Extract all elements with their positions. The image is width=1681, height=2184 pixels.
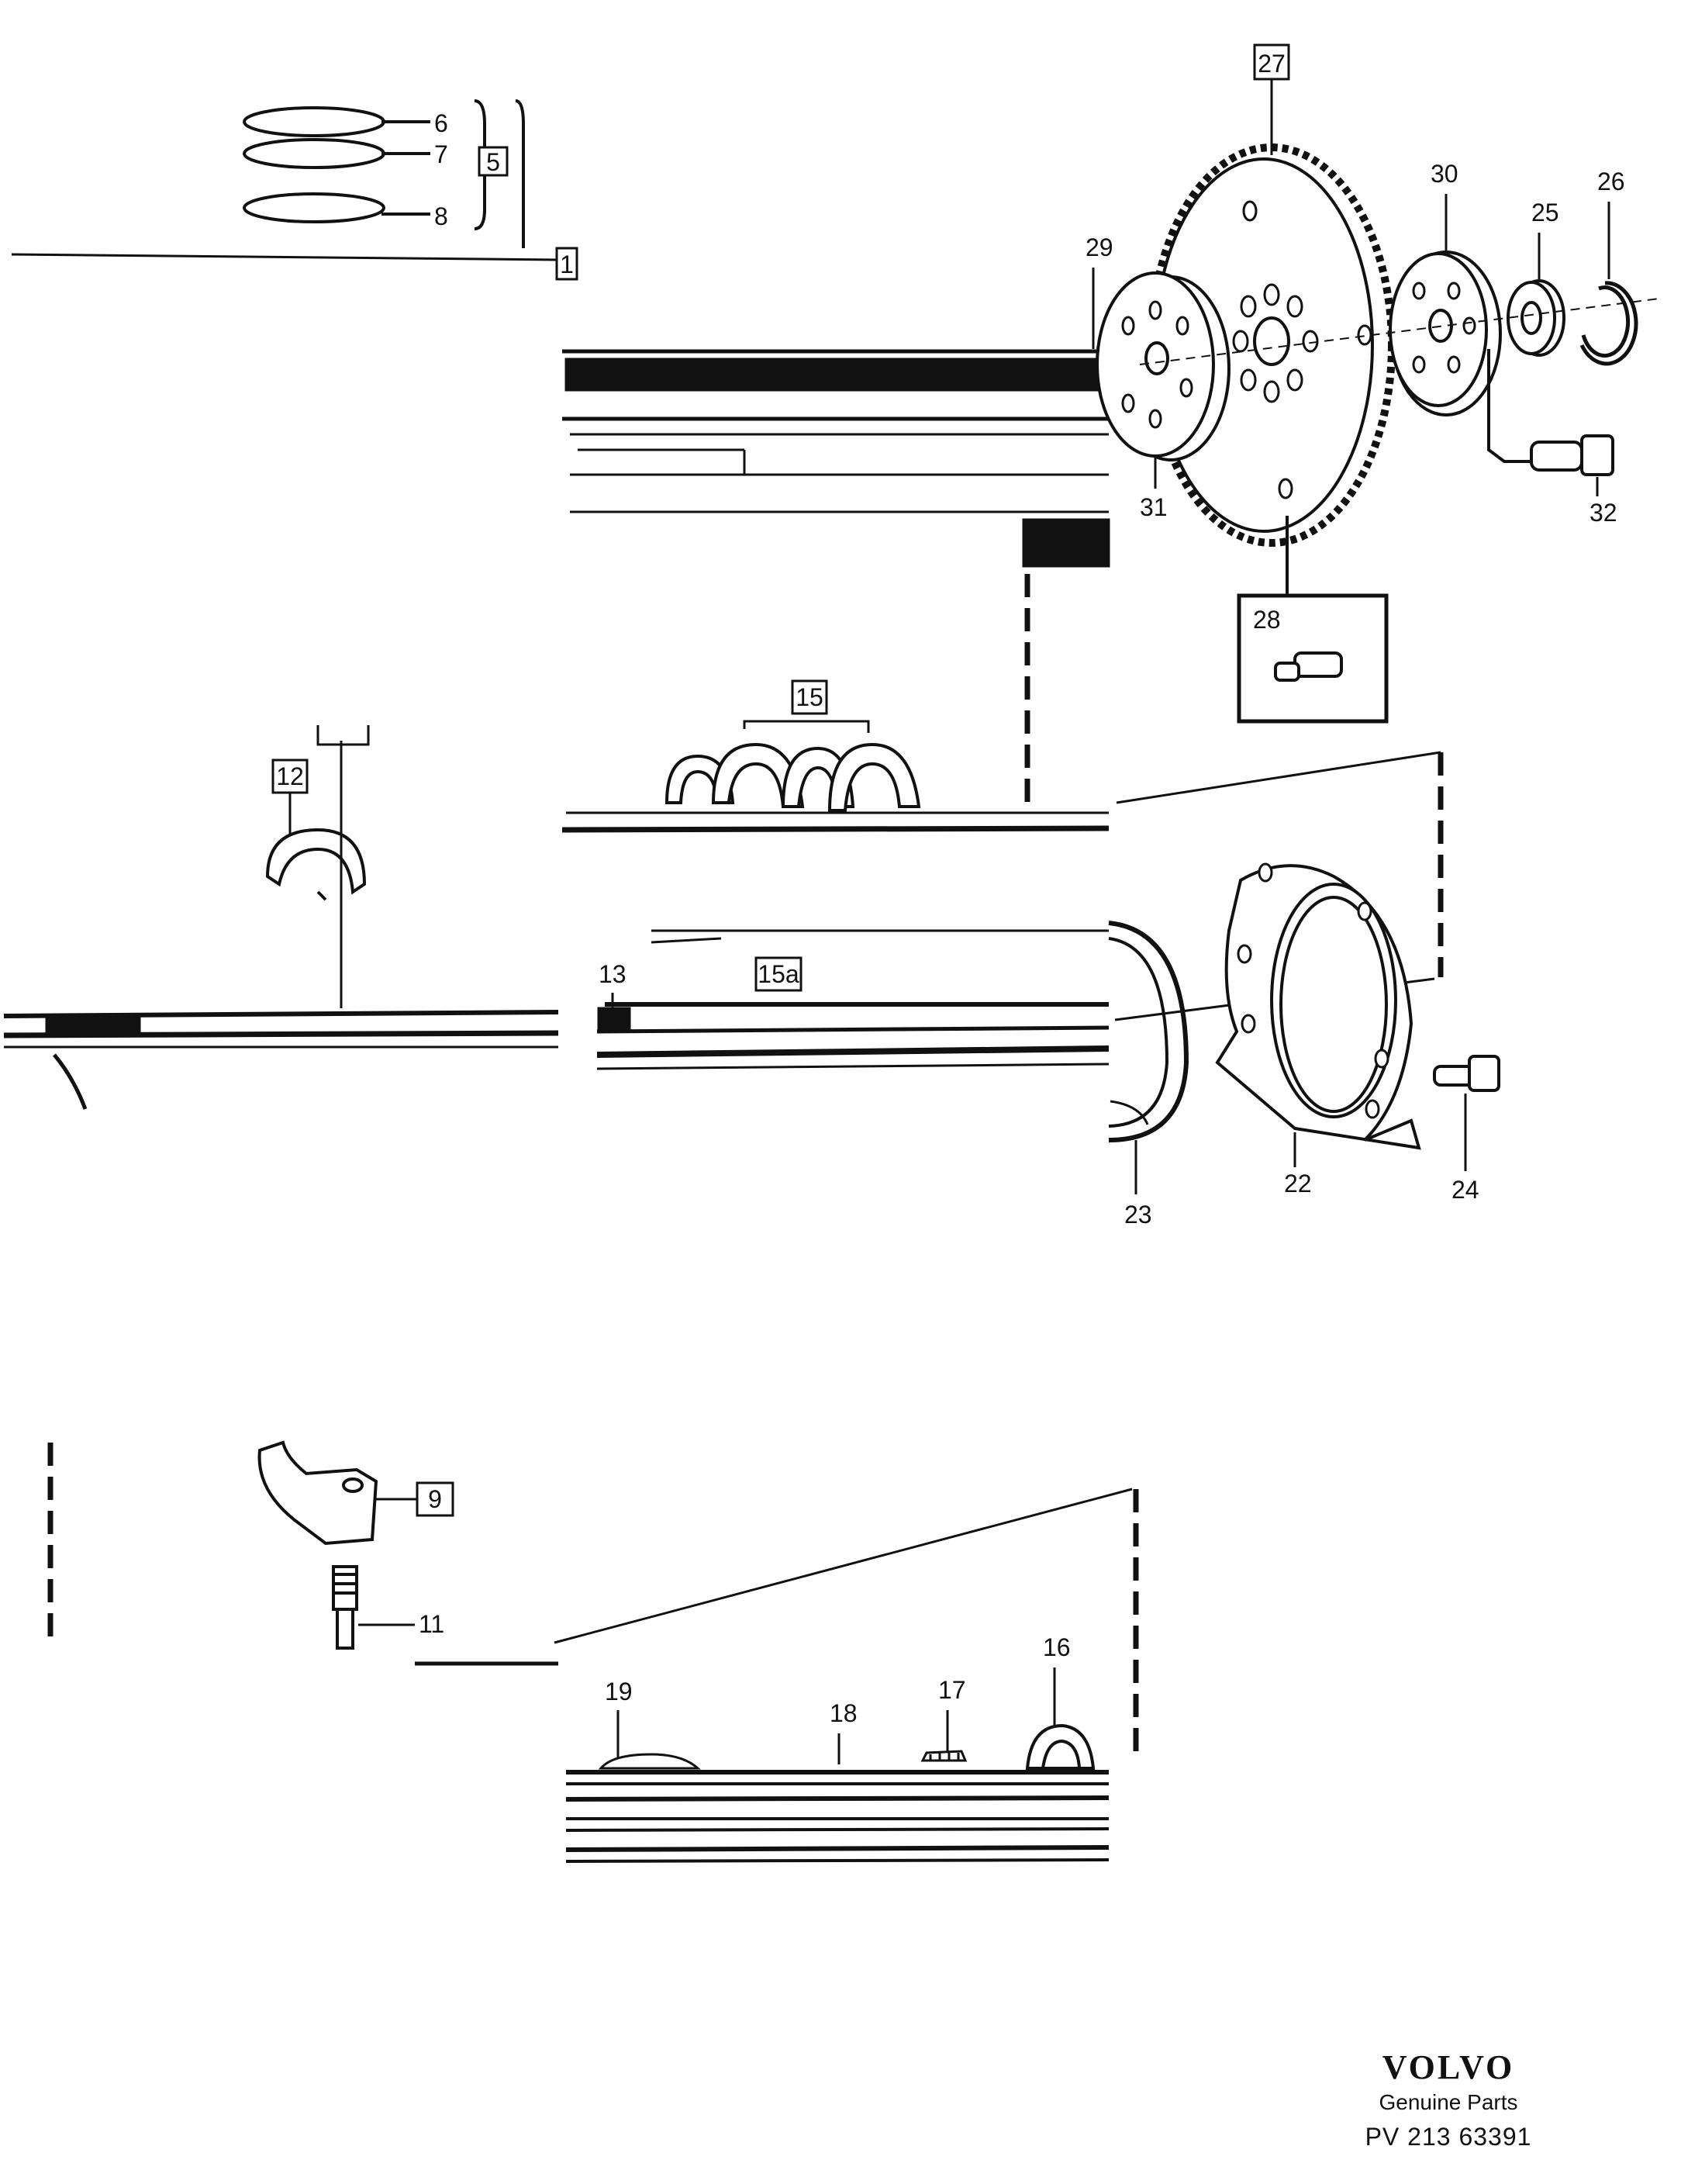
guide-line: [1116, 751, 1441, 804]
callout-box-12: 12: [271, 759, 309, 834]
center-axis: [1139, 298, 1660, 365]
callout-18: 18: [830, 1699, 858, 1727]
callout-30: 30: [1431, 160, 1458, 188]
callout-32: 32: [1590, 499, 1617, 527]
adapter-plate: [1389, 251, 1502, 416]
leader-line-1: [11, 253, 557, 261]
callout-26: 26: [1597, 168, 1625, 195]
callout-16: 16: [1043, 1633, 1071, 1661]
svg-text:12: 12: [276, 762, 304, 790]
callout-23: 23: [1124, 1201, 1152, 1228]
svg-text:27: 27: [1258, 50, 1286, 78]
flywheel-bolt: [1487, 349, 1614, 476]
front-seal: [1025, 1723, 1096, 1770]
callout-box-5: 5: [478, 146, 509, 177]
pilot-bearing: [1507, 279, 1565, 357]
svg-text:28: 28: [1253, 606, 1281, 634]
callout-13: 13: [599, 960, 626, 988]
crank-gear: [920, 1750, 968, 1762]
crankshaft-rear: [562, 349, 1132, 568]
callout-box-27: 27: [1253, 43, 1290, 155]
svg-text:15: 15: [796, 683, 823, 711]
rear-oil-seal: [1108, 921, 1189, 1142]
callout-31: 31: [1140, 493, 1168, 521]
guide-line: [554, 1488, 1133, 1644]
bearing-cap: [257, 1440, 378, 1546]
callout-29: 29: [1086, 233, 1113, 261]
callout-box-1: 1: [555, 247, 578, 281]
dowel-pin-inset: 28: [1237, 516, 1389, 724]
callout-8: 8: [434, 202, 448, 230]
callout-box-15a: 15a: [754, 956, 803, 992]
callout-box-15: 15: [743, 679, 870, 733]
svg-text:5: 5: [486, 148, 500, 176]
crank-pulley-hub: [598, 1753, 701, 1770]
brand-subtitle: Genuine Parts: [1379, 2090, 1518, 2114]
seal-housing-bolt: [1433, 1055, 1500, 1092]
engine-block-section: [561, 811, 1110, 944]
callout-22: 22: [1284, 1170, 1312, 1197]
callout-6: 6: [434, 109, 448, 137]
conrod-bearing-shell: [265, 828, 367, 901]
svg-text:9: 9: [428, 1485, 442, 1513]
crank-flange: [1096, 271, 1231, 461]
callout-25: 25: [1531, 199, 1559, 226]
callout-11: 11: [419, 1610, 444, 1638]
callout-24: 24: [1451, 1176, 1479, 1204]
volvo-brand-block: VOLVO Genuine Parts PV 213 63391: [1332, 2047, 1565, 2151]
conrod-section: [3, 725, 559, 1110]
callout-17: 17: [938, 1676, 966, 1704]
diagram-code: PV 213 63391: [1365, 2123, 1532, 2151]
main-bearing-cap-section: [596, 1002, 1110, 1070]
dashed-guide-lines: [47, 574, 1444, 1761]
svg-text:1: 1: [560, 251, 574, 278]
svg-text:15a: 15a: [758, 960, 799, 988]
seal-housing: [1215, 862, 1421, 1150]
crank-front-section: [565, 1770, 1110, 1863]
callout-7: 7: [434, 140, 448, 168]
callout-box-9: 9: [376, 1481, 454, 1517]
main-bearing-shells: [664, 742, 921, 812]
callout-19: 19: [605, 1678, 633, 1705]
piston-rings: [243, 99, 525, 248]
cap-bolt: [332, 1565, 358, 1650]
volvo-logo: VOLVO: [1382, 2048, 1515, 2086]
snap-ring: [1579, 281, 1638, 366]
